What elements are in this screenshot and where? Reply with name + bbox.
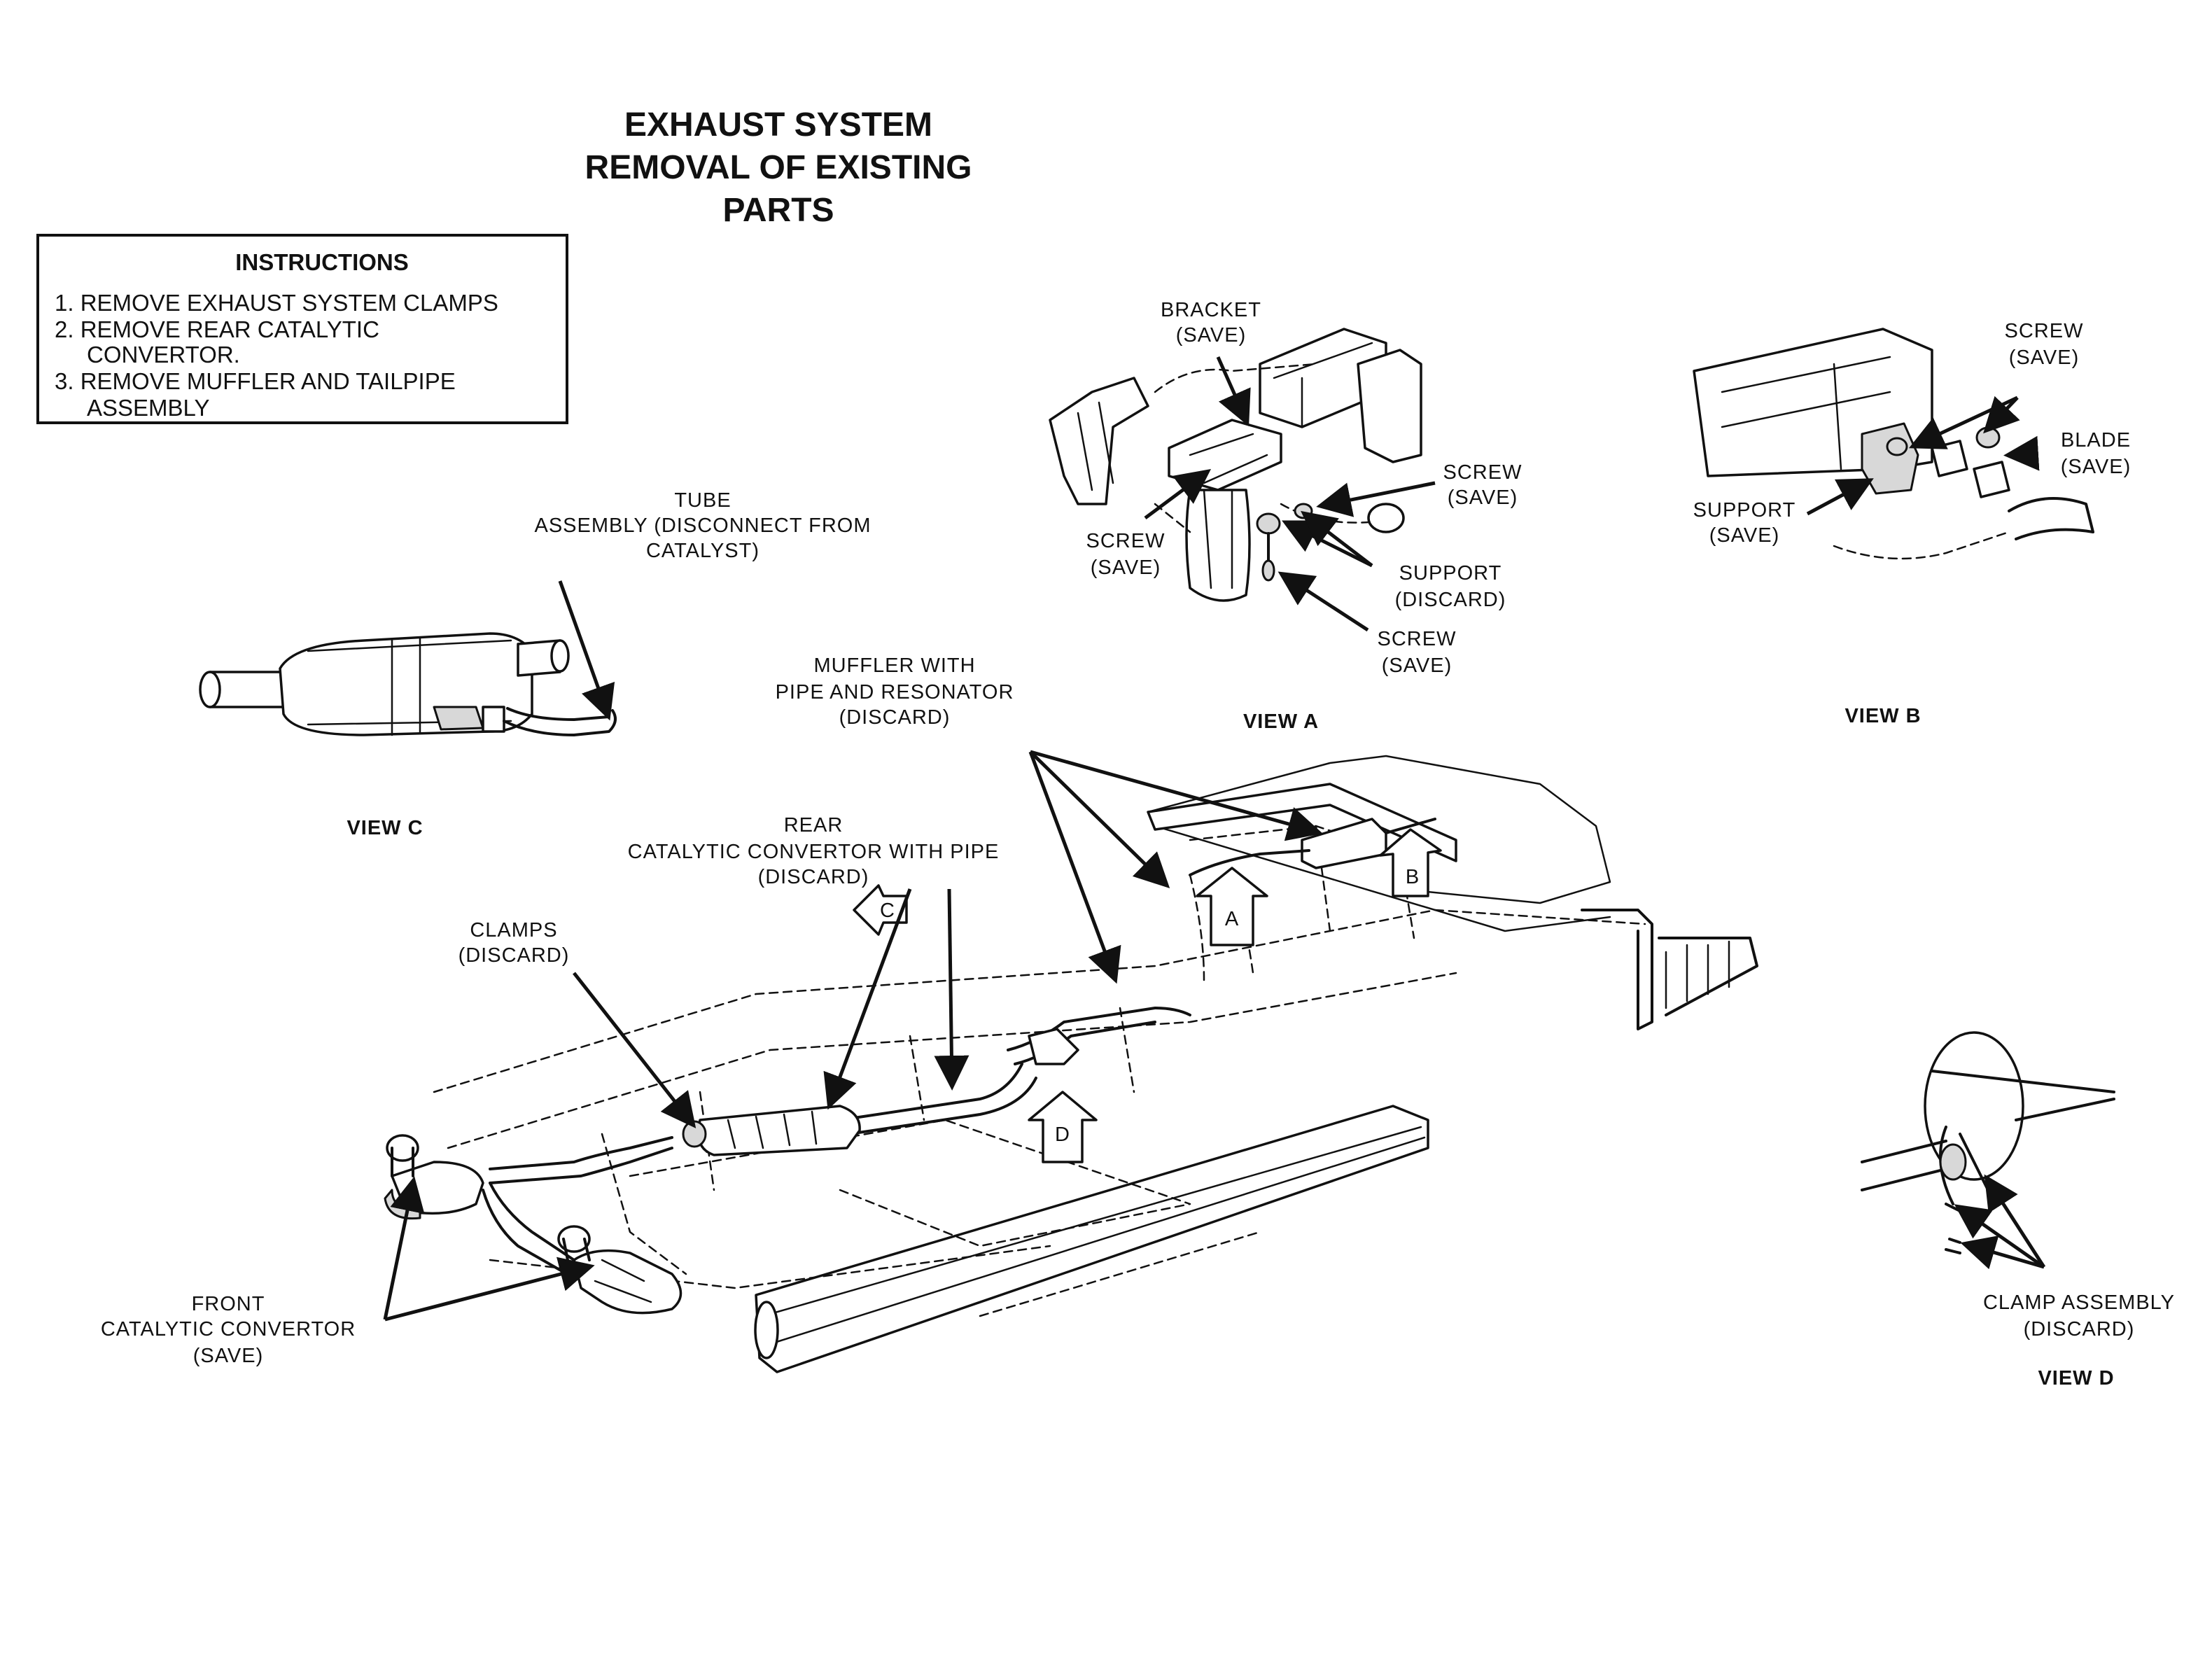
view-a-drawing [1049, 328, 1422, 602]
label-rear-catalytic: REAR CATALYTIC CONVERTOR WITH PIPE (DISC… [628, 814, 1000, 888]
label-screw-a-left-line-2: (SAVE) [1091, 556, 1161, 579]
label-clamps-line-2: (DISCARD) [458, 944, 570, 967]
view-marker-d: D [1028, 1091, 1098, 1163]
label-support-a-line-2: (DISCARD) [1395, 589, 1506, 611]
label-rear-cat-line-2: CATALYTIC CONVERTOR WITH PIPE [628, 841, 1000, 863]
label-screw-a-right-line-1: SCREW [1443, 461, 1522, 484]
instructions-heading: INSTRUCTIONS [235, 249, 409, 275]
view-marker-b-label: B [1406, 866, 1420, 888]
view-d-caption: VIEW D [2038, 1367, 2114, 1390]
instruction-step-3: 3. REMOVE MUFFLER AND TAILPIPE [55, 368, 456, 394]
label-screw-a-right: SCREW (SAVE) [1443, 461, 1522, 509]
view-marker-c: C [853, 884, 908, 936]
label-screw-a-bottom-line-1: SCREW [1378, 628, 1457, 650]
leader-lines [383, 356, 2046, 1322]
title-line-2: REMOVAL OF EXISTING [585, 149, 972, 186]
label-bracket: BRACKET (SAVE) [1161, 299, 1261, 346]
label-tube-line-1: TUBE [674, 489, 731, 512]
label-front-cat-line-1: FRONT [192, 1293, 265, 1315]
label-rear-cat-line-1: REAR [784, 814, 844, 836]
label-screw-b: SCREW (SAVE) [2005, 320, 2084, 369]
label-clamp-assembly-line-1: CLAMP ASSEMBLY [1983, 1292, 2175, 1314]
instruction-step-1: 1. REMOVE EXHAUST SYSTEM CLAMPS [55, 290, 498, 316]
view-c-caption: VIEW C [346, 817, 423, 839]
label-muffler-line-1: MUFFLER WITH [813, 654, 975, 677]
title-line-1: EXHAUST SYSTEM [624, 106, 932, 144]
view-b-caption: VIEW B [1844, 705, 1921, 727]
label-front-cat-line-2: CATALYTIC CONVERTOR [101, 1318, 356, 1340]
label-front-catalytic: FRONT CATALYTIC CONVERTOR (SAVE) [101, 1293, 356, 1367]
label-screw-b-line-1: SCREW [2005, 320, 2084, 342]
instructions-box: INSTRUCTIONS 1. REMOVE EXHAUST SYSTEM CL… [36, 234, 568, 424]
label-bracket-line-2: (SAVE) [1176, 324, 1247, 346]
label-tube-line-3: CATALYST) [646, 540, 760, 562]
label-support-a-line-1: SUPPORT [1399, 562, 1502, 584]
underbody-drawing [384, 755, 1758, 1373]
instruction-step-2: 2. REMOVE REAR CATALYTIC [55, 316, 379, 342]
view-marker-a: A [1196, 867, 1268, 946]
view-marker-d-label: D [1055, 1124, 1070, 1146]
label-blade-b-line-1: BLADE [2061, 429, 2131, 451]
page-title: EXHAUST SYSTEM REMOVAL OF EXISTING PARTS [585, 106, 972, 229]
label-blade-b-line-2: (SAVE) [2061, 456, 2132, 478]
label-clamp-assembly: CLAMP ASSEMBLY (DISCARD) [1983, 1292, 2175, 1340]
label-screw-b-line-2: (SAVE) [2009, 346, 2080, 369]
label-screw-a-left: SCREW (SAVE) [1086, 530, 1166, 579]
label-muffler-line-3: (DISCARD) [839, 706, 951, 729]
label-rear-cat-line-3: (DISCARD) [758, 866, 869, 888]
label-muffler: MUFFLER WITH PIPE AND RESONATOR (DISCARD… [776, 654, 1014, 729]
view-c-drawing [199, 632, 617, 736]
view-a-caption: VIEW A [1243, 710, 1319, 733]
label-clamps-line-1: CLAMPS [470, 919, 557, 941]
label-blade-b: BLADE (SAVE) [2061, 429, 2132, 478]
view-marker-b: B [1379, 828, 1442, 897]
label-support-b-line-2: (SAVE) [1709, 524, 1780, 547]
label-support-b-line-1: SUPPORT [1693, 499, 1796, 522]
label-screw-a-bottom: SCREW (SAVE) [1378, 628, 1457, 677]
label-tube-assembly: TUBE ASSEMBLY (DISCONNECT FROM CATALYST) [534, 489, 871, 562]
label-tube-line-2: ASSEMBLY (DISCONNECT FROM [534, 514, 871, 537]
instruction-step-3-cont: ASSEMBLY [87, 395, 209, 421]
label-screw-a-right-line-2: (SAVE) [1448, 486, 1518, 509]
label-screw-a-bottom-line-2: (SAVE) [1382, 654, 1452, 677]
label-support-a: SUPPORT (DISCARD) [1395, 562, 1506, 611]
label-bracket-line-1: BRACKET [1161, 299, 1261, 321]
label-front-cat-line-3: (SAVE) [193, 1345, 264, 1367]
label-screw-a-left-line-1: SCREW [1086, 530, 1166, 552]
view-d-drawing [1861, 1031, 2115, 1254]
instruction-step-2-cont: CONVERTOR. [87, 342, 240, 368]
label-clamp-assembly-line-2: (DISCARD) [2024, 1318, 2135, 1340]
label-support-b: SUPPORT (SAVE) [1693, 499, 1796, 547]
label-clamps: CLAMPS (DISCARD) [458, 919, 570, 967]
view-b-drawing [1693, 328, 2094, 560]
view-marker-c-label: C [880, 899, 895, 922]
title-line-3: PARTS [722, 192, 834, 229]
view-marker-a-label: A [1225, 908, 1239, 930]
label-muffler-line-2: PIPE AND RESONATOR [776, 681, 1014, 704]
